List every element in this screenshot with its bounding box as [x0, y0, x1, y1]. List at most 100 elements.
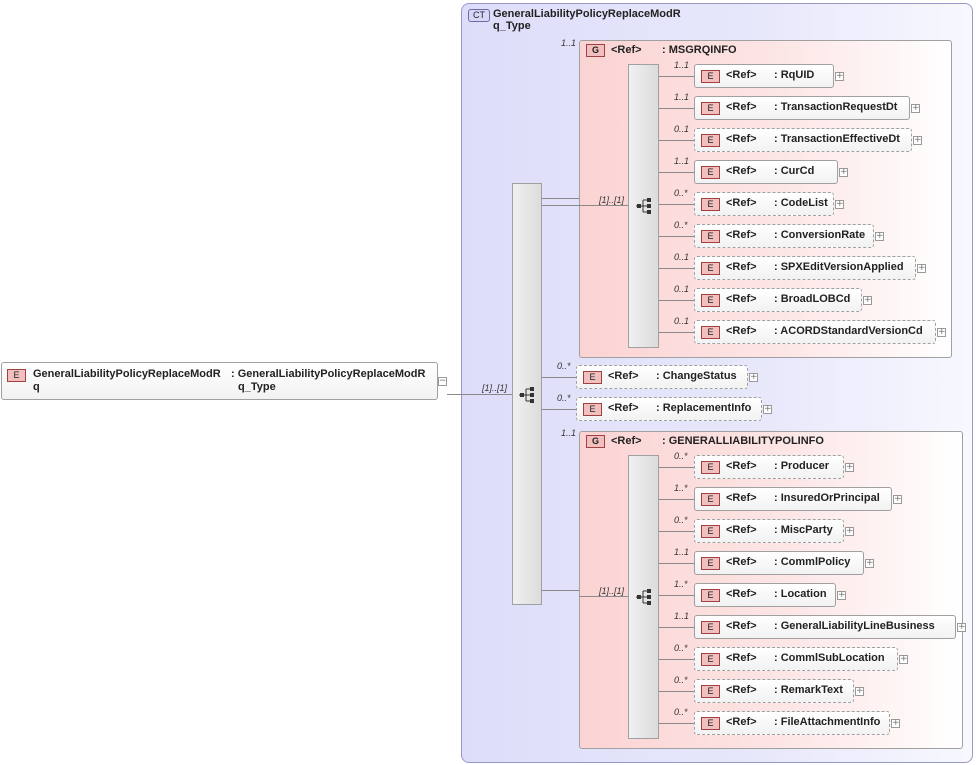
element-badge: E	[701, 717, 720, 730]
group-badge-msgrqinfo: G	[586, 44, 605, 57]
element-name: : BroadLOBCd	[774, 293, 851, 305]
group-ref-glpolinfo: <Ref>	[611, 435, 642, 447]
element-cardinality: 0..*	[674, 451, 688, 461]
element-box[interactable]	[694, 711, 890, 735]
element-cardinality: 1..1	[674, 547, 690, 557]
expand-toggle[interactable]: +	[863, 295, 872, 305]
element-box[interactable]	[694, 551, 864, 575]
element-connector	[659, 563, 694, 564]
element-box[interactable]	[694, 288, 862, 312]
element-cardinality: 1..1	[674, 60, 690, 70]
element-cardinality: 0..1	[674, 284, 690, 294]
root-collapse-toggle[interactable]: −	[438, 376, 447, 386]
element-connector	[659, 236, 694, 237]
element-box[interactable]	[576, 365, 748, 389]
element-box[interactable]	[694, 128, 912, 152]
element-box[interactable]	[694, 455, 844, 479]
element-box[interactable]	[694, 320, 936, 344]
element-name: : MiscParty	[774, 524, 833, 536]
element-ref: <Ref>	[726, 165, 757, 177]
element-cardinality: 0..*	[674, 188, 688, 198]
group-inner-connector-msgrqinfo	[542, 205, 628, 206]
element-badge: E	[701, 166, 720, 179]
element-connector	[659, 76, 694, 77]
element-name: : TransactionRequestDt	[774, 101, 898, 113]
element-name: : RqUID	[774, 69, 815, 81]
element-ref: <Ref>	[726, 620, 757, 632]
expand-toggle[interactable]: +	[835, 199, 844, 209]
connector-msgrqinfo	[542, 198, 579, 199]
element-badge: E	[701, 685, 720, 698]
element-ref: <Ref>	[726, 293, 757, 305]
complex-type-name-line1: GeneralLiabilityPolicyReplaceModR	[493, 8, 681, 20]
element-name: : ChangeStatus	[656, 370, 737, 382]
expand-toggle[interactable]: +	[835, 71, 844, 81]
root-element-badge: E	[7, 369, 26, 382]
expand-toggle[interactable]: +	[937, 327, 946, 337]
expand-toggle[interactable]: +	[845, 526, 854, 536]
element-box[interactable]	[694, 647, 898, 671]
element-badge: E	[701, 461, 720, 474]
element-box[interactable]	[576, 397, 762, 421]
expand-toggle[interactable]: +	[917, 263, 926, 273]
seq-card-msgrqinfo: [1]..[1]	[599, 195, 625, 205]
root-element-name-line2: q	[33, 381, 40, 393]
sequence-bar-glpolinfo	[628, 455, 659, 739]
element-connector	[659, 531, 694, 532]
element-name: : ACORDStandardVersionCd	[774, 325, 923, 337]
group-name-msgrqinfo: : MSGRQINFO	[662, 44, 737, 56]
root-element[interactable]	[1, 362, 438, 400]
element-connector	[659, 332, 694, 333]
element-box[interactable]	[694, 487, 892, 511]
element-box[interactable]	[694, 224, 874, 248]
expand-toggle[interactable]: +	[875, 231, 884, 241]
element-box[interactable]	[694, 679, 854, 703]
element-name: : FileAttachmentInfo	[774, 716, 881, 728]
expand-toggle[interactable]: +	[891, 718, 900, 728]
element-connector	[659, 108, 694, 109]
element-name: : CodeList	[774, 197, 828, 209]
element-cardinality: 0..*	[674, 220, 688, 230]
element-ref: <Ref>	[726, 556, 757, 568]
main-sequence-cardinality: [1]..[1]	[482, 383, 508, 393]
element-badge: E	[701, 262, 720, 275]
connector-replacementinfo	[542, 409, 576, 410]
expand-toggle[interactable]: +	[893, 494, 902, 504]
complex-type-name-line2: q_Type	[493, 20, 531, 32]
element-connector	[659, 659, 694, 660]
expand-toggle[interactable]: +	[911, 103, 920, 113]
element-badge: E	[701, 326, 720, 339]
element-cardinality: 0..*	[674, 707, 688, 717]
element-ref: <Ref>	[726, 229, 757, 241]
sequence-icon-glpolinfo	[636, 589, 651, 605]
seq-card-glpolinfo: [1]..[1]	[599, 586, 625, 596]
element-box[interactable]	[694, 96, 910, 120]
element-badge: E	[701, 653, 720, 666]
element-ref: <Ref>	[726, 652, 757, 664]
expand-toggle[interactable]: +	[855, 686, 864, 696]
element-badge: E	[701, 198, 720, 211]
expand-toggle[interactable]: +	[837, 590, 846, 600]
element-cardinality: 0..1	[674, 252, 690, 262]
expand-toggle[interactable]: +	[913, 135, 922, 145]
element-badge: E	[583, 403, 602, 416]
element-ref: <Ref>	[726, 460, 757, 472]
expand-toggle[interactable]: +	[957, 622, 966, 632]
element-badge: E	[701, 102, 720, 115]
element-box[interactable]	[694, 615, 956, 639]
element-cardinality: 1..*	[674, 483, 688, 493]
group-card-msgrqinfo: 1..1	[561, 38, 577, 48]
expand-toggle[interactable]: +	[845, 462, 854, 472]
element-ref: <Ref>	[726, 492, 757, 504]
expand-toggle[interactable]: +	[839, 167, 848, 177]
root-element-type-line1: : GeneralLiabilityPolicyReplaceModR	[231, 368, 426, 380]
element-connector	[659, 627, 694, 628]
complex-type-badge: CT	[468, 9, 490, 22]
expand-toggle[interactable]: +	[749, 372, 758, 382]
expand-toggle[interactable]: +	[899, 654, 908, 664]
element-name: : GeneralLiabilityLineBusiness	[774, 620, 935, 632]
expand-toggle[interactable]: +	[763, 404, 772, 414]
expand-toggle[interactable]: +	[865, 558, 874, 568]
element-box[interactable]	[694, 256, 916, 280]
connector-changestatus	[542, 377, 576, 378]
